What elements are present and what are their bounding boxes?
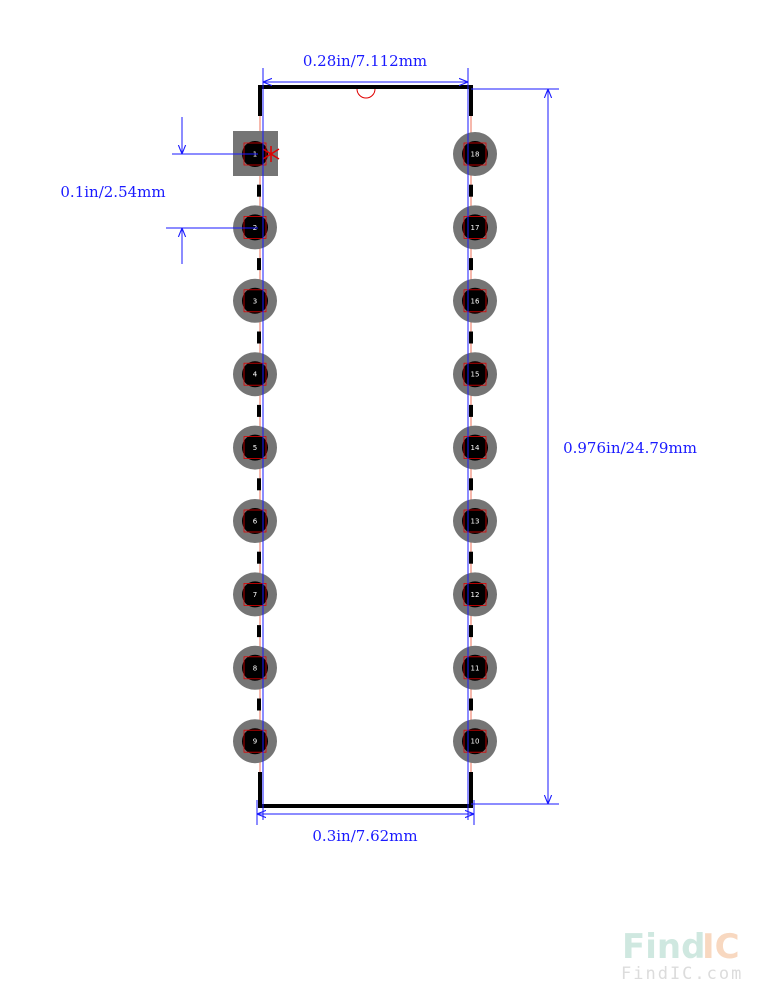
body-outline — [259, 86, 472, 807]
pin-number: 10 — [471, 738, 480, 746]
silkscreen-dash — [257, 404, 261, 417]
row-center-lines — [262, 68, 469, 820]
pad-marker — [463, 142, 487, 166]
pin-number: 13 — [471, 518, 480, 526]
pin-number: 14 — [471, 444, 480, 452]
drill-hole — [242, 654, 268, 681]
pad-marker — [463, 583, 487, 606]
pad-marker — [243, 436, 267, 460]
pin-number: 12 — [471, 591, 480, 599]
silkscreen-dash — [469, 625, 473, 638]
pad-6: 6 — [233, 499, 277, 543]
dimension-top-width-label: 0.28in/7.112mm — [303, 52, 427, 70]
silkscreen-outline — [258, 85, 473, 808]
pad-marker — [243, 289, 267, 313]
pad-10: 10 — [453, 719, 497, 764]
pad-marker — [243, 729, 267, 753]
silkscreen-dash — [469, 551, 473, 564]
pad-5: 5 — [233, 425, 277, 470]
pad-18: 18 — [453, 132, 497, 176]
svg-text:IC: IC — [702, 927, 740, 967]
pad-marker — [243, 583, 267, 606]
pad-marker — [463, 362, 487, 386]
pad-14: 14 — [453, 425, 497, 470]
drill-hole — [242, 434, 268, 461]
pad-marker — [243, 362, 267, 386]
silkscreen-dash — [469, 184, 473, 197]
pad-16: 16 — [453, 278, 497, 323]
pad-marker — [463, 509, 487, 533]
pin-number: 5 — [253, 444, 257, 452]
pad-17: 17 — [453, 205, 497, 250]
pad-4: 4 — [233, 352, 277, 397]
pin-number: 3 — [253, 297, 257, 305]
findic-url: FindIC.com — [621, 964, 743, 984]
pad-marker — [243, 215, 267, 239]
pad-9: 9 — [233, 719, 277, 764]
svg-text:Find: Find — [622, 927, 705, 967]
pad-3: 3 — [233, 278, 277, 323]
pad-marker — [463, 729, 487, 753]
pin-number: 18 — [471, 151, 480, 159]
pin-number: 8 — [253, 664, 257, 672]
pad-2: 2 — [233, 205, 277, 250]
silkscreen-dash — [469, 258, 473, 271]
pad-marker — [243, 656, 267, 680]
pad-marker — [243, 509, 267, 533]
dimension-height-label: 0.976in/24.79mm — [563, 439, 697, 457]
silkscreen-dash — [257, 478, 261, 491]
dimension-height — [471, 88, 559, 805]
pad-12: 12 — [453, 572, 497, 617]
pad-marker — [463, 656, 487, 680]
silkscreen-dash — [469, 404, 473, 417]
silkscreen-dash — [257, 625, 261, 638]
silkscreen-dash — [469, 478, 473, 491]
silkscreen-dash — [257, 258, 261, 271]
silkscreen-dash — [257, 331, 261, 344]
pin-number: 16 — [471, 297, 480, 305]
drill-hole — [242, 214, 268, 241]
silkscreen-dash — [469, 331, 473, 344]
pin-number: 4 — [253, 371, 258, 379]
silkscreen-dash — [257, 551, 261, 564]
dimension-bottom-width — [256, 800, 475, 825]
silkscreen-dash — [257, 184, 261, 197]
pin-number: 17 — [471, 224, 480, 232]
drill-hole — [242, 361, 268, 388]
drill-hole — [242, 287, 268, 314]
pad-15: 15 — [453, 352, 497, 397]
silkscreen-dash — [469, 698, 473, 711]
dimension-pitch-label: 0.1in/2.54mm — [60, 183, 165, 201]
dimension-pitch — [166, 117, 258, 264]
drill-hole — [242, 728, 268, 755]
pad-11: 11 — [453, 645, 497, 690]
drill-hole — [242, 581, 268, 608]
findic-logo: Find IC FindIC.com — [621, 927, 743, 984]
pad-marker — [463, 436, 487, 460]
silkscreen-dash — [257, 698, 261, 711]
pad-marker — [463, 289, 487, 313]
pad-8: 8 — [233, 645, 277, 690]
pin-number: 15 — [471, 371, 480, 379]
pin-number: 7 — [253, 591, 257, 599]
silkscreen-side-dashes — [257, 184, 473, 711]
pin-number: 9 — [253, 738, 257, 746]
dimension-bottom-width-label: 0.3in/7.62mm — [312, 827, 417, 845]
pad-7: 7 — [233, 572, 277, 617]
pin-number: 6 — [253, 518, 258, 526]
pad-13: 13 — [453, 499, 497, 543]
drill-hole — [242, 508, 268, 534]
pin-number: 11 — [471, 664, 480, 672]
pin1-notch — [356, 88, 376, 99]
pin1-marker-icon — [262, 146, 280, 162]
pad-marker — [463, 215, 487, 239]
